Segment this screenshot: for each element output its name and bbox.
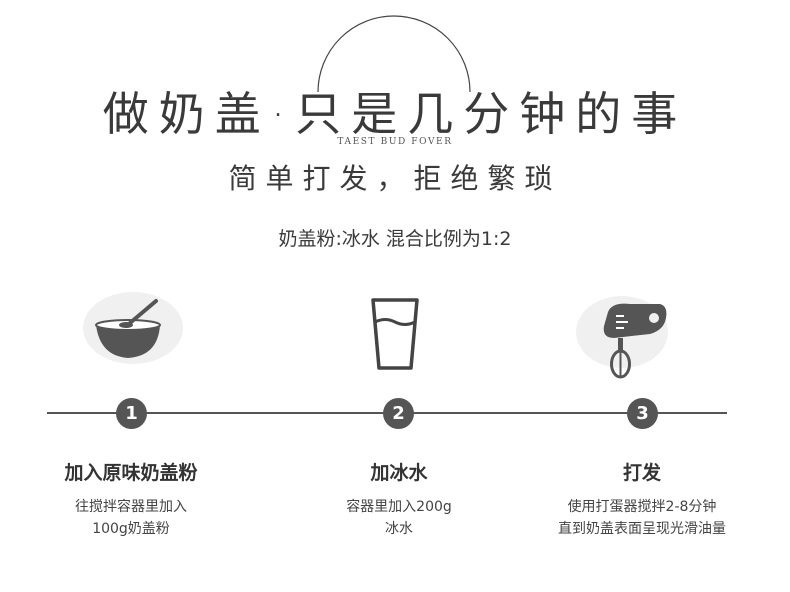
water-glass-icon bbox=[371, 298, 419, 370]
step-2-number: 2 bbox=[383, 398, 414, 429]
step-1-number: 1 bbox=[116, 398, 147, 429]
step-1-title: 加入原味奶盖粉 bbox=[64, 462, 198, 484]
bowl-whisk-icon bbox=[83, 292, 183, 364]
step-3-description: 使用打蛋器搅拌2-8分钟 直到奶盖表面呈现光滑油量 bbox=[512, 496, 772, 540]
step-3-desc-line1: 使用打蛋器搅拌2-8分钟 bbox=[567, 499, 717, 515]
mix-ratio-text: 奶盖粉:冰水 混合比例为1:2 bbox=[278, 228, 512, 250]
step-1-desc-line2: 100g奶盖粉 bbox=[92, 521, 170, 537]
decorative-arc bbox=[317, 15, 471, 93]
page-title: 做奶盖·只是几分钟的事 bbox=[102, 87, 688, 141]
step-3-desc-line2: 直到奶盖表面呈现光滑油量 bbox=[558, 521, 726, 537]
step-2-desc-line2: 冰水 bbox=[385, 521, 413, 537]
step-2-description: 容器里加入200g 冰水 bbox=[269, 496, 529, 540]
step-2-title: 加冰水 bbox=[370, 462, 428, 484]
english-subtitle: TAEST BUD FOVER bbox=[337, 137, 453, 147]
step-1-desc-line1: 往搅拌容器里加入 bbox=[75, 499, 187, 515]
step-3-number: 3 bbox=[627, 398, 658, 429]
step-2-desc-line1: 容器里加入200g bbox=[346, 499, 452, 515]
step-1-description: 往搅拌容器里加入 100g奶盖粉 bbox=[1, 496, 261, 540]
step-3-title: 打发 bbox=[622, 462, 661, 484]
page-subtitle: 简单打发，拒绝繁琐 bbox=[228, 162, 562, 195]
hand-mixer-icon bbox=[576, 296, 668, 379]
